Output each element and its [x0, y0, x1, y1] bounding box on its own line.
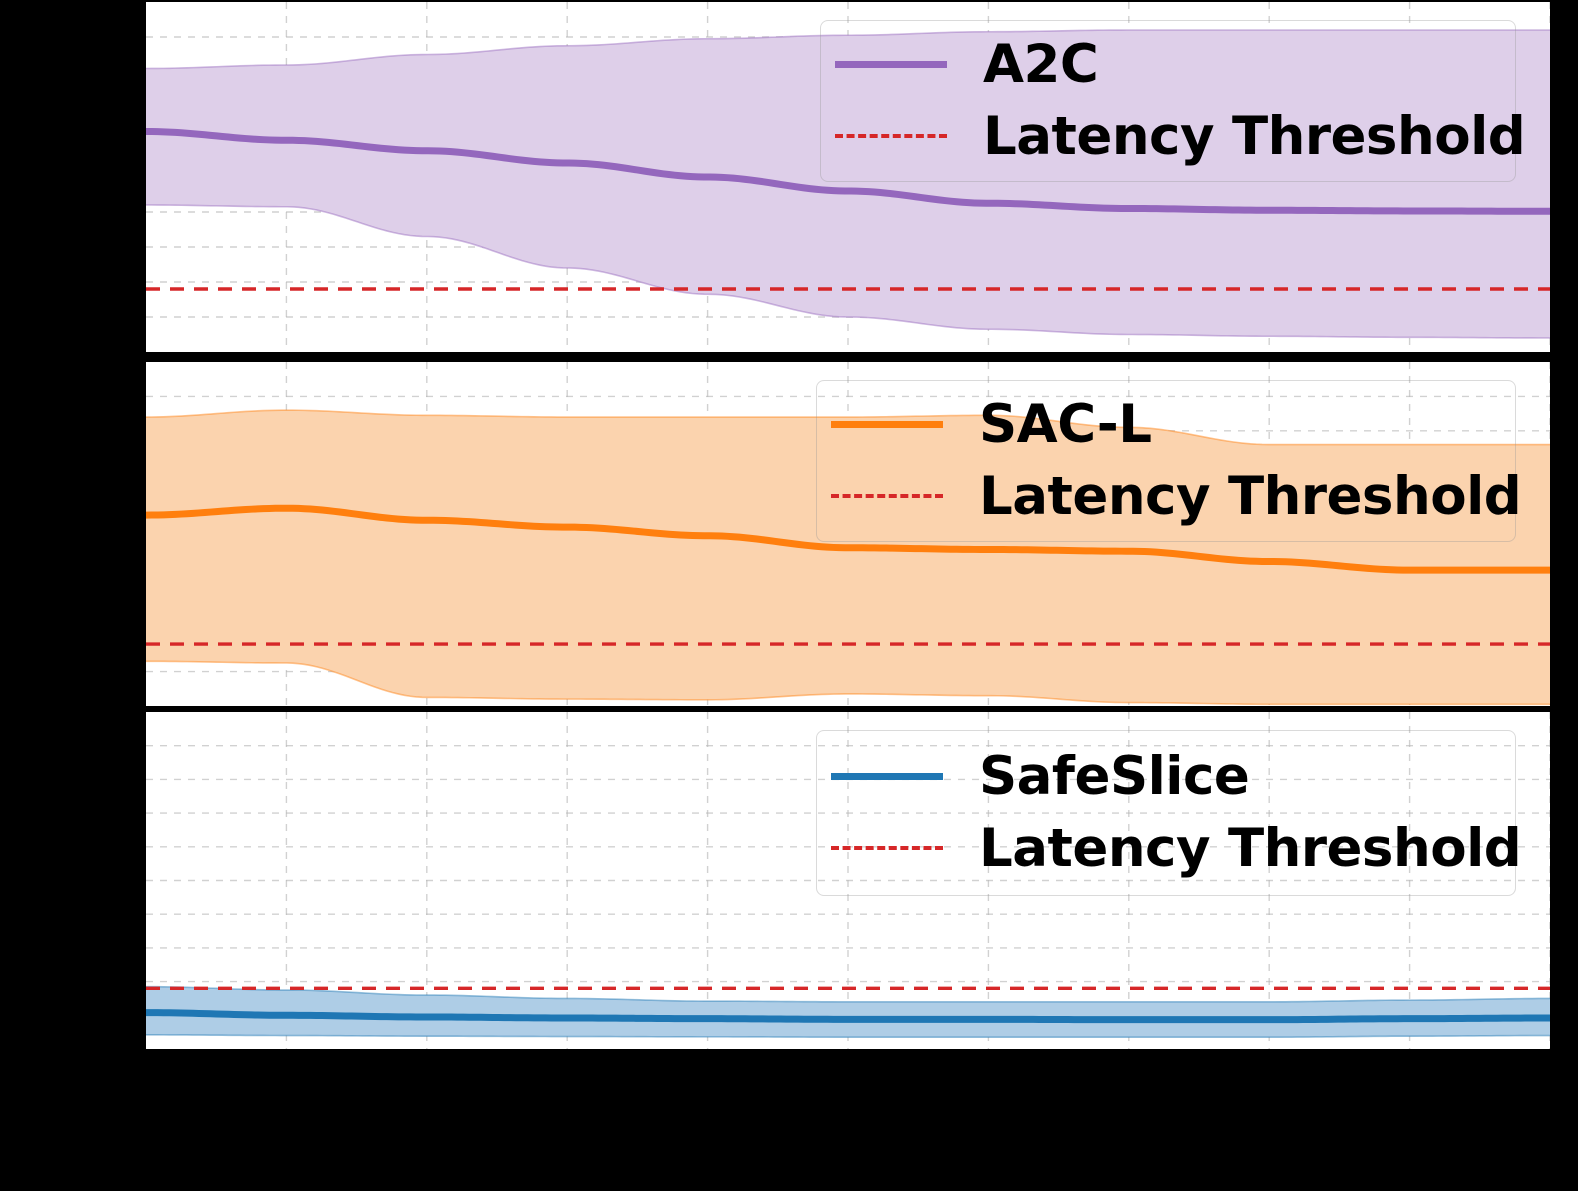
legend-label-threshold: Latency Threshold [979, 817, 1522, 879]
line-swatch-icon [831, 772, 943, 780]
line-swatch-icon [835, 60, 947, 68]
legend-label-threshold: Latency Threshold [983, 105, 1526, 167]
legend-entry-threshold: Latency Threshold [835, 107, 1526, 165]
legend-entry-threshold: Latency Threshold [831, 467, 1522, 525]
subplot-a2c: A2C Latency Threshold [146, 2, 1550, 352]
plot-area-a2c [146, 2, 1550, 352]
legend-label-series: SafeSlice [979, 745, 1250, 807]
line-swatch-icon [831, 420, 943, 428]
legend-safeslice[interactable]: SafeSlice Latency Threshold [816, 730, 1522, 896]
legend-sacl[interactable]: SAC-L Latency Threshold [816, 380, 1522, 542]
legend-a2c[interactable]: A2C Latency Threshold [820, 20, 1526, 182]
legend-label-series: SAC-L [979, 393, 1152, 455]
legend-entry-threshold: Latency Threshold [831, 819, 1522, 877]
subplot-safeslice: SafeSlice Latency Threshold [146, 712, 1550, 1049]
dashed-line-swatch-icon [831, 846, 943, 850]
plot-area-safeslice [146, 712, 1550, 1049]
dashed-line-swatch-icon [831, 494, 943, 498]
legend-label-threshold: Latency Threshold [979, 465, 1522, 527]
legend-entry-series: A2C [835, 35, 1501, 93]
legend-label-series: A2C [983, 33, 1099, 95]
legend-entry-series: SAC-L [831, 395, 1501, 453]
legend-entry-series: SafeSlice [831, 747, 1501, 805]
dashed-line-swatch-icon [835, 134, 947, 138]
plot-area-sacl [146, 362, 1550, 706]
subplot-sacl: SAC-L Latency Threshold [146, 362, 1550, 706]
